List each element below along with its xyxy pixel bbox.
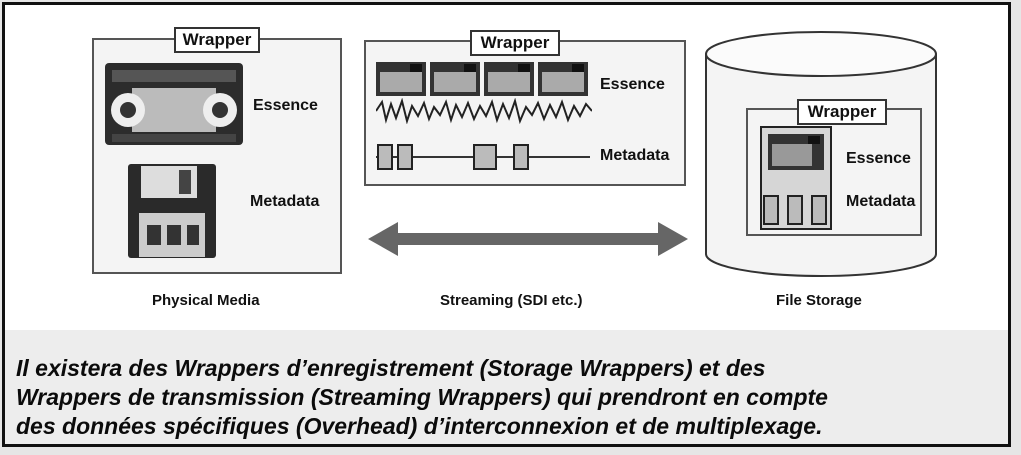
- storage-metadata-label: Metadata: [846, 193, 916, 210]
- physical-wrapper-label: Wrapper: [174, 27, 260, 53]
- storage-essence-label: Essence: [846, 150, 911, 167]
- double-arrow-icon: [368, 222, 688, 256]
- metadata-blocks-icon: [376, 144, 590, 170]
- floppy-disk-icon: [128, 164, 216, 258]
- streaming-wrapper-label: Wrapper: [470, 30, 560, 56]
- waveform-icon: [376, 98, 592, 124]
- streaming-caption: Streaming (SDI etc.): [440, 292, 583, 309]
- storage-media-icon: [760, 126, 832, 230]
- file-storage-caption: File Storage: [776, 292, 862, 309]
- film-frames-icon: [376, 62, 588, 96]
- videotape-icon: [105, 63, 243, 145]
- streaming-metadata-label: Metadata: [600, 147, 670, 164]
- description-line-3: des données spécifiques (Overhead) d’int…: [16, 413, 823, 439]
- description-line-2: Wrappers de transmission (Streaming Wrap…: [16, 384, 828, 410]
- physical-metadata-label: Metadata: [250, 193, 320, 210]
- storage-wrapper-label: Wrapper: [797, 99, 887, 125]
- physical-essence-label: Essence: [253, 97, 318, 114]
- description-line-1: Il existera des Wrappers d’enregistremen…: [16, 355, 766, 381]
- caption-band: [5, 330, 1008, 444]
- description-paragraph: Il existera des Wrappers d’enregistremen…: [16, 354, 1001, 441]
- physical-media-caption: Physical Media: [152, 292, 260, 309]
- streaming-essence-label: Essence: [600, 76, 665, 93]
